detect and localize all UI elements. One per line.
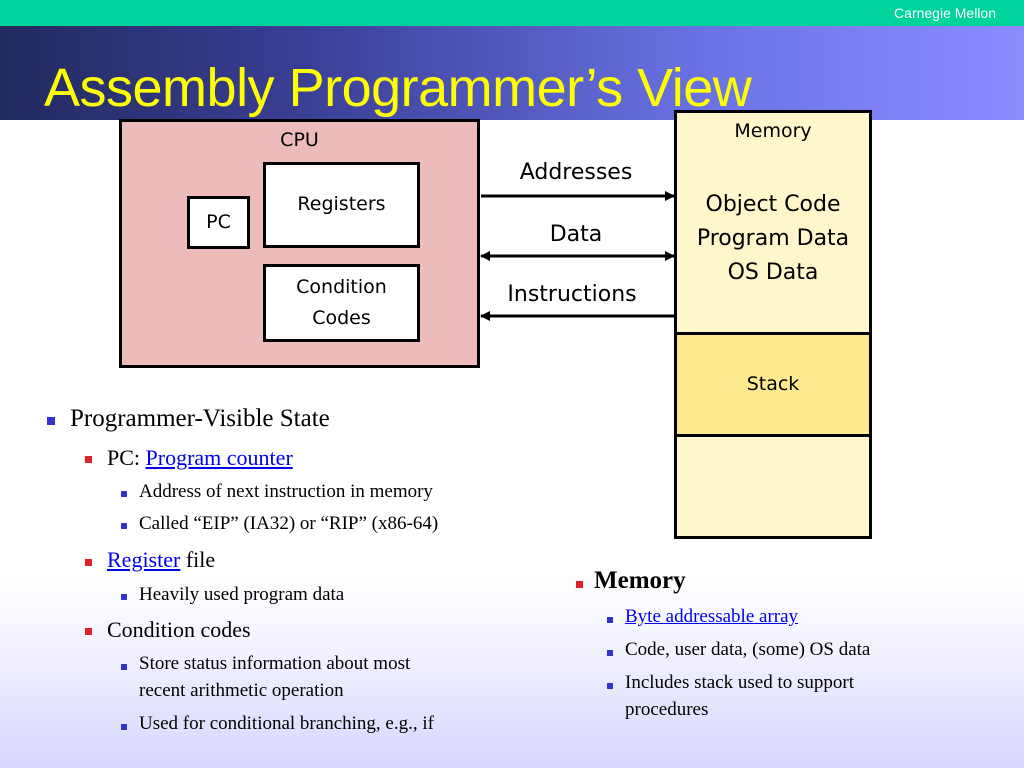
pc-label: PC bbox=[206, 211, 231, 233]
cpu-label: CPU bbox=[280, 129, 319, 151]
bullet-marker bbox=[85, 628, 92, 635]
memory-free-area bbox=[674, 434, 872, 539]
bullet-marker bbox=[85, 559, 92, 566]
memory-box bbox=[674, 110, 872, 335]
bullet-marker bbox=[607, 617, 613, 623]
bullet-condition-codes: Condition codes bbox=[107, 617, 251, 642]
byte-addressable-array-link[interactable]: Byte addressable array bbox=[625, 606, 799, 627]
bullet-pc: PC: Program counter bbox=[107, 445, 293, 471]
bullet-pc-address: Address of next instruction in memory bbox=[139, 481, 433, 502]
bullet-programmer-visible-state: Programmer-Visible State bbox=[70, 405, 330, 432]
slide-title: Assembly Programmer’s View bbox=[44, 58, 752, 118]
registers-label: Registers bbox=[297, 193, 386, 215]
bullet-register-usage: Heavily used program data bbox=[139, 584, 345, 605]
memory-label: Memory bbox=[734, 120, 812, 142]
memory-object-code: Object Code bbox=[705, 192, 841, 217]
bullet-marker bbox=[85, 456, 92, 463]
bullet-marker bbox=[121, 594, 127, 600]
bullet-memory-stack-line2: procedures bbox=[625, 699, 709, 720]
bullet-marker bbox=[121, 491, 127, 497]
bullet-memory: Memory bbox=[594, 567, 686, 594]
instructions-label: Instructions bbox=[507, 282, 637, 307]
bullet-marker bbox=[607, 683, 613, 689]
bullet-memory-stack-line1: Includes stack used to support bbox=[625, 672, 855, 693]
data-label: Data bbox=[549, 222, 603, 247]
bullet-cc-status-line1: Store status information about most bbox=[139, 653, 411, 674]
top-bar: Carnegie Mellon bbox=[0, 0, 1024, 26]
addresses-label: Addresses bbox=[519, 160, 633, 185]
register-suffix: file bbox=[180, 547, 216, 572]
bullet-marker bbox=[607, 650, 613, 656]
bullet-cc-branching: Used for conditional branching, e.g., if bbox=[139, 713, 434, 734]
organization-label: Carnegie Mellon bbox=[894, 5, 996, 21]
bullet-marker bbox=[121, 523, 127, 529]
condition-codes-label-line2: Codes bbox=[312, 307, 371, 329]
memory-os-data: OS Data bbox=[727, 260, 819, 285]
bullet-marker bbox=[576, 581, 583, 588]
bullet-marker bbox=[121, 724, 127, 730]
program-counter-link[interactable]: Program counter bbox=[145, 445, 293, 470]
register-link[interactable]: Register bbox=[107, 547, 181, 572]
bullet-marker bbox=[121, 664, 127, 670]
memory-program-data: Program Data bbox=[696, 226, 850, 251]
stack-label: Stack bbox=[746, 373, 800, 395]
pc-box bbox=[187, 196, 250, 249]
bullet-memory-contents: Code, user data, (some) OS data bbox=[625, 639, 871, 660]
bullet-pc-called: Called “EIP” (IA32) or “RIP” (x86-64) bbox=[139, 513, 439, 534]
title-bar: Assembly Programmer’s View bbox=[0, 26, 1024, 120]
condition-codes-box bbox=[263, 264, 420, 342]
condition-codes-label-line1: Condition bbox=[296, 276, 387, 298]
bullet-cc-status-line2: recent arithmetic operation bbox=[139, 680, 344, 701]
bullet-marker bbox=[47, 417, 55, 425]
pc-prefix: PC: bbox=[107, 445, 146, 470]
bullet-register-file: Register file bbox=[107, 547, 215, 573]
registers-box bbox=[263, 162, 420, 248]
